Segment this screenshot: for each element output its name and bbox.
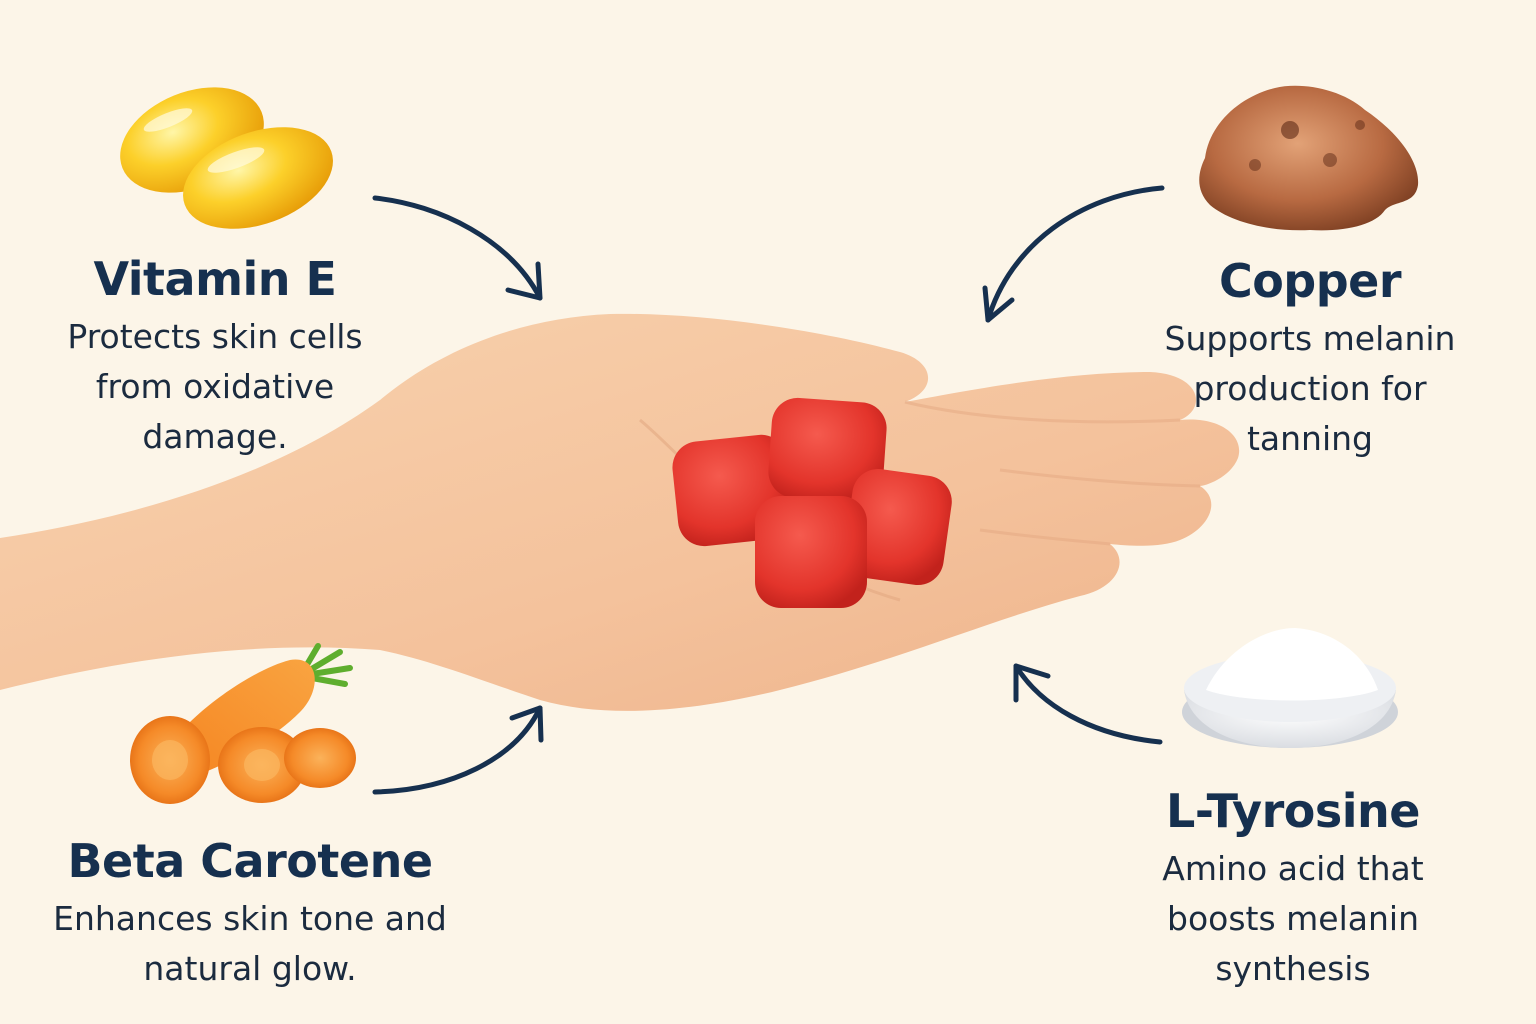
ingredient-l-tyrosine: L-Tyrosine Amino acid that boosts melani… bbox=[1130, 784, 1456, 994]
gummy bbox=[844, 468, 952, 586]
finger-crease bbox=[904, 400, 1201, 546]
copper-nugget-icon bbox=[1199, 85, 1419, 231]
ingredient-title: L-Tyrosine bbox=[1166, 784, 1420, 838]
arrow-beta-carotene bbox=[372, 705, 544, 795]
ingredient-title: Vitamin E bbox=[93, 252, 337, 306]
gummy bbox=[755, 496, 867, 608]
gummies bbox=[672, 397, 952, 608]
ingredient-title: Beta Carotene bbox=[67, 834, 433, 888]
ingredient-title: Copper bbox=[1218, 254, 1402, 308]
gummy bbox=[768, 397, 887, 503]
ingredient-beta-carotene: Beta Carotene Enhances skin tone and nat… bbox=[50, 834, 450, 994]
softgel-capsules-icon bbox=[120, 87, 333, 229]
arrow-l-tyrosine bbox=[1013, 663, 1163, 745]
ingredient-copper: Copper Supports melanin production for t… bbox=[1130, 254, 1490, 464]
hand-arm bbox=[0, 313, 1240, 711]
arrow-vitamin-e bbox=[372, 195, 543, 301]
ingredient-description: Supports melanin production for tanning bbox=[1164, 319, 1456, 458]
arrow-copper bbox=[982, 185, 1165, 323]
ingredient-description: Enhances skin tone and natural glow. bbox=[53, 899, 447, 988]
powder-dish-icon bbox=[1182, 628, 1398, 748]
ingredient-vitamin-e: Vitamin E Protects skin cells from oxida… bbox=[30, 252, 400, 462]
ingredient-description: Amino acid that boosts melanin synthesis bbox=[1162, 849, 1424, 988]
ingredient-description: Protects skin cells from oxidative damag… bbox=[67, 317, 363, 456]
hand-with-gummies-icon bbox=[0, 313, 1240, 711]
carrot-icon bbox=[130, 643, 356, 804]
